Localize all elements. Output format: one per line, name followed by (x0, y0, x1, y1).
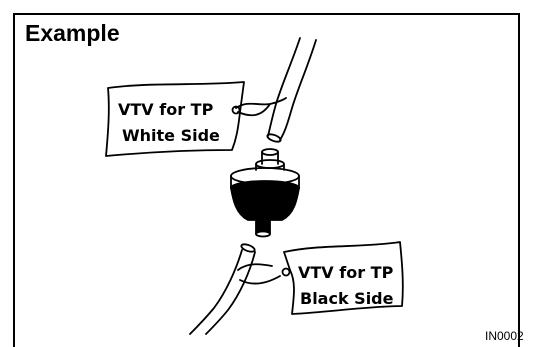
black-tag-line1: VTV for TP (298, 263, 394, 282)
white-tag-line2: White Side (122, 126, 220, 145)
lower-tag-wire (237, 263, 281, 285)
black-tag-line2: Black Side (300, 289, 394, 308)
lower-tag-hole (281, 267, 291, 277)
upper-hose (266, 37, 317, 143)
vtv-valve (230, 148, 300, 238)
upper-tag-wire (235, 97, 287, 117)
white-side-tag (105, 81, 245, 157)
figure-frame (13, 13, 520, 347)
white-tag-line1: VTV for TP (118, 100, 214, 119)
lower-hose (189, 243, 256, 335)
figure-code: IN0002 (485, 329, 524, 343)
figure-title: Example (25, 20, 120, 46)
black-side-tag (283, 241, 404, 315)
